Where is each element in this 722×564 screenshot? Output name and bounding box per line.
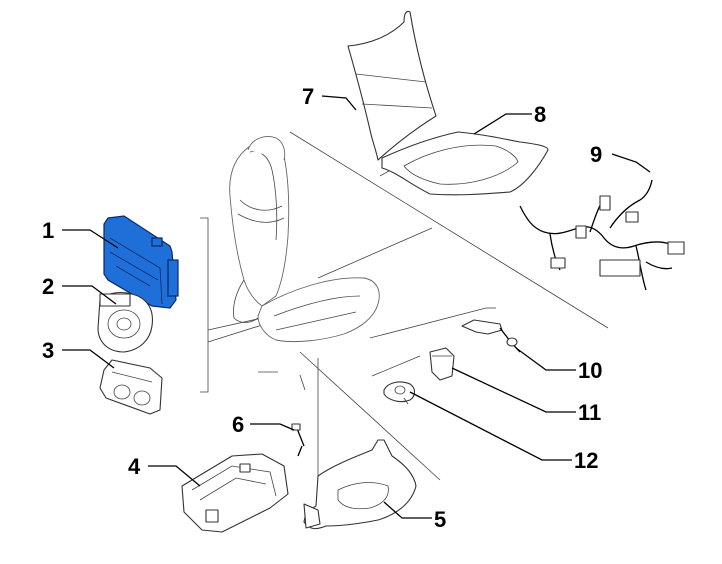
part-4-electronic-unit bbox=[181, 453, 289, 533]
callout-3: 3 bbox=[42, 338, 54, 363]
part-12-connector bbox=[383, 381, 416, 405]
callout-6: 6 bbox=[232, 412, 244, 437]
callout-12: 12 bbox=[574, 448, 598, 473]
callout-1: 1 bbox=[42, 218, 54, 243]
callout-7: 7 bbox=[302, 84, 314, 109]
callout-9: 9 bbox=[590, 142, 602, 167]
part-6-screw bbox=[291, 423, 305, 457]
callout-8: 8 bbox=[534, 102, 546, 127]
part-9-wiring-harness bbox=[519, 179, 685, 291]
leader-lines bbox=[62, 95, 651, 519]
seat-outline bbox=[229, 136, 380, 343]
part-11-small-module bbox=[429, 347, 455, 381]
part-7-backrest-panel bbox=[347, 10, 437, 161]
part-8-cushion-pad bbox=[381, 131, 549, 196]
seat-cushion bbox=[257, 277, 380, 343]
callout-labels: 1 2 3 4 5 6 7 8 9 10 11 12 bbox=[42, 84, 602, 532]
callout-2: 2 bbox=[42, 274, 54, 299]
seat-backrest bbox=[229, 140, 290, 307]
callout-10: 10 bbox=[578, 358, 602, 383]
callout-4: 4 bbox=[128, 454, 141, 479]
seat-headrest bbox=[247, 136, 286, 161]
part-5-mounting-bracket bbox=[303, 439, 417, 530]
part-1-control-unit-highlighted bbox=[103, 215, 179, 309]
part-2-switch-module bbox=[97, 291, 154, 353]
part-3-control-panel bbox=[99, 359, 163, 415]
part-10-bracket-clip bbox=[461, 319, 521, 353]
callout-5: 5 bbox=[434, 507, 446, 532]
callout-11: 11 bbox=[578, 400, 601, 425]
